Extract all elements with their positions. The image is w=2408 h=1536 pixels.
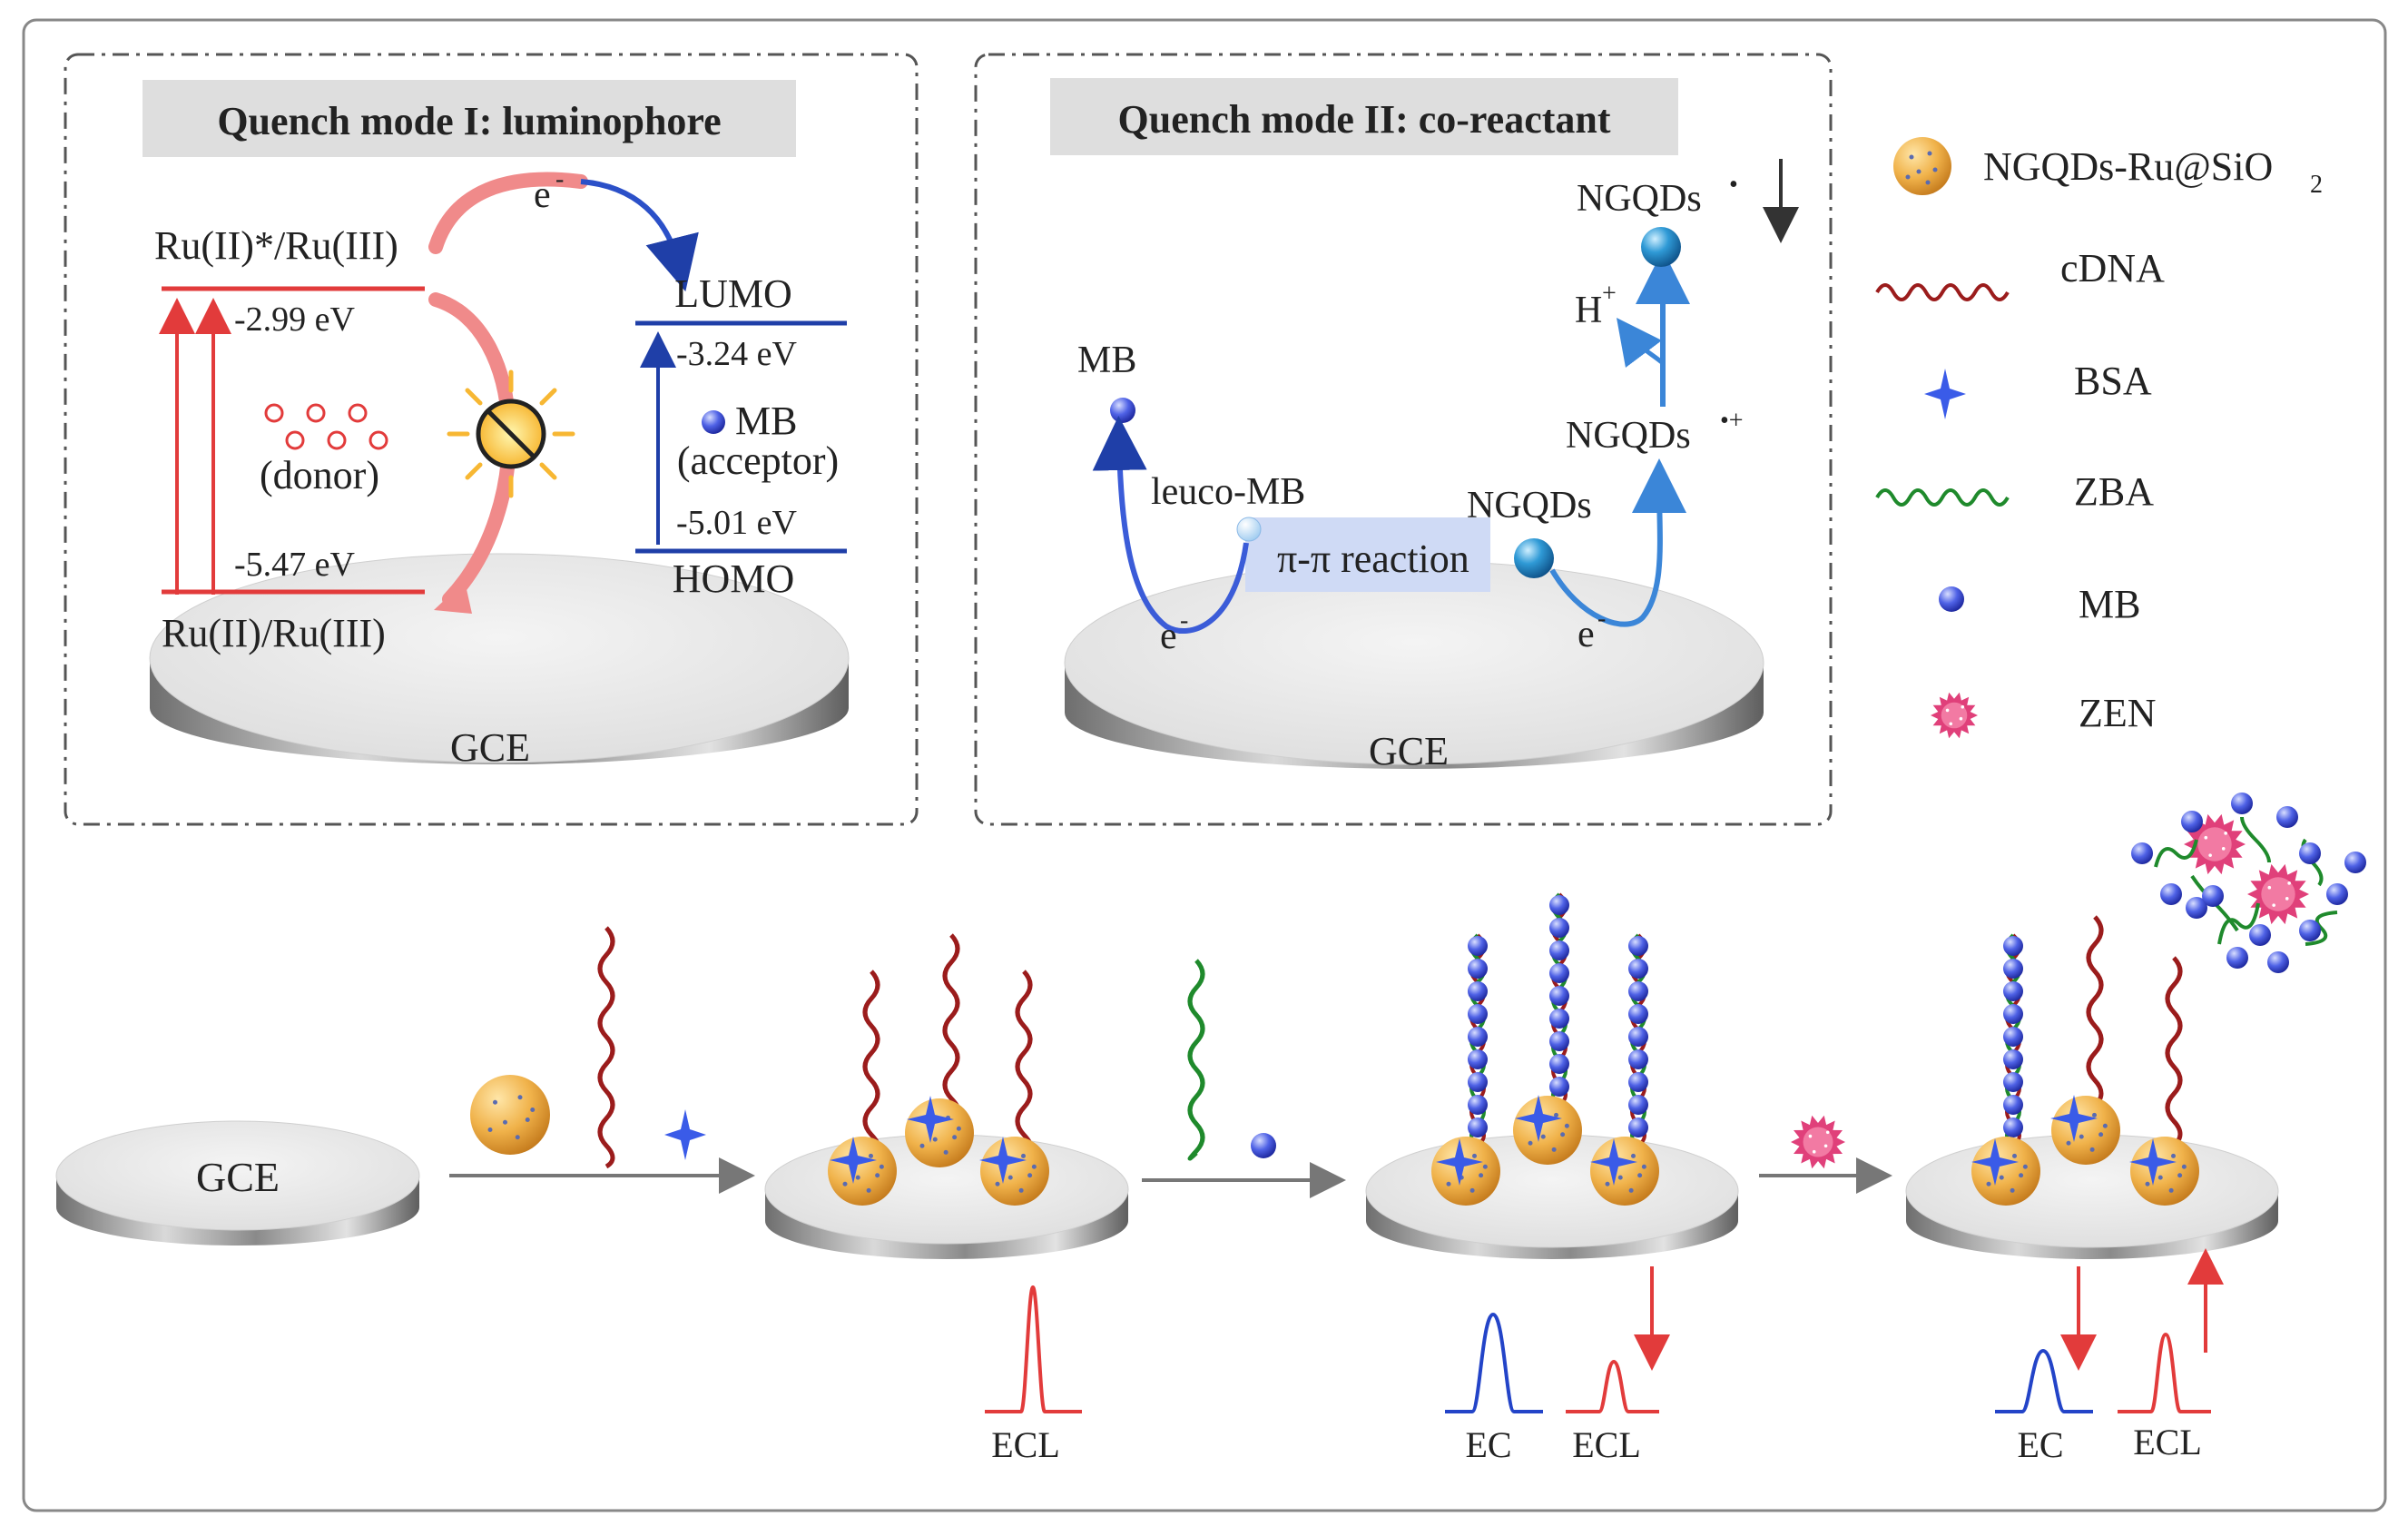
quench-light-icon <box>447 369 575 498</box>
reaction-label: π-π reaction <box>1277 537 1469 581</box>
ecl-signal-stage-2: ECL <box>985 1285 1082 1465</box>
released-complex-cluster <box>2131 793 2366 973</box>
panel-1-title: Quench mode I: luminophore <box>217 99 721 143</box>
mb-molecule-1 <box>702 410 725 434</box>
svg-text:NGQDs: NGQDs <box>1566 415 1691 457</box>
svg-text:-: - <box>1180 606 1188 635</box>
ecl-label-stage-2: ECL <box>991 1424 1060 1465</box>
svg-text:•: • <box>1729 171 1738 199</box>
electrode-label-1: GCE <box>450 725 530 770</box>
ecl-signal-stage-3: ECL <box>1566 1359 1659 1465</box>
svg-text:-: - <box>1597 605 1606 633</box>
leuco-mb-molecule <box>1236 517 1262 542</box>
ec-signal-stage-4: EC <box>1995 1348 2093 1465</box>
red-transfer-arrow-top <box>428 172 588 254</box>
outer-frame <box>22 18 2387 1512</box>
mb-molecule-2 <box>1110 398 1135 423</box>
panel-1-frame <box>64 53 919 826</box>
reagent-zba <box>1187 959 1205 1161</box>
lumo-label: LUMO <box>674 271 792 316</box>
legend-zba-label: ZBA <box>2074 469 2154 514</box>
ground-state-label: Ru(II)/Ru(III) <box>162 611 386 655</box>
reagent-nanoparticle <box>470 1075 550 1155</box>
legend-zba-icon <box>1875 488 2010 507</box>
ngqds-molecule <box>1514 538 1554 578</box>
workflow: GCE ECL <box>55 793 2366 1465</box>
ngqds-oxidation-arrow <box>1549 458 1687 627</box>
svg-text:e: e <box>1577 614 1595 655</box>
svg-text:e: e <box>1160 615 1177 657</box>
ecl-label-stage-4: ECL <box>2133 1422 2202 1462</box>
panel-quench-mode-2: Quench mode II: co-reactant GCE π-π reac… <box>974 53 1833 826</box>
reagent-bsa <box>664 1109 706 1160</box>
panel-2-title: Quench mode II: co-reactant <box>1118 97 1611 142</box>
ec-label-stage-4: EC <box>2017 1424 2063 1465</box>
ecl-label-stage-3: ECL <box>1572 1424 1641 1465</box>
leuco-mb-label: leuco-MB <box>1151 471 1305 513</box>
svg-text:NGQDs: NGQDs <box>1577 178 1702 220</box>
electrode-label-2: GCE <box>1369 729 1449 773</box>
legend-bsa-label: BSA <box>2074 359 2152 403</box>
ngqds-radical-molecule <box>1641 227 1681 267</box>
lumo-energy-label: -3.24 eV <box>676 335 798 373</box>
svg-text:NGQDs-Ru@SiO: NGQDs-Ru@SiO <box>1983 144 2273 189</box>
ngqds-label: NGQDs <box>1467 485 1592 527</box>
svg-text:•+: •+ <box>1720 407 1744 435</box>
excited-state-label: Ru(II)*/Ru(III) <box>154 223 398 268</box>
mb-reduction-arrow <box>1092 416 1249 635</box>
donor-molecules <box>264 403 388 450</box>
panel-2-title-bg <box>1050 78 1678 155</box>
donor-label: (donor) <box>260 453 379 497</box>
legend-nanoparticle-label: NGQDs-Ru@SiO 2 <box>1983 144 2323 199</box>
energy-upper-label: -2.99 eV <box>234 300 356 339</box>
legend-zen-icon <box>1931 692 1978 739</box>
ngqds-radical-label: NGQDs • <box>1577 171 1738 220</box>
legend-mb-label: MB <box>2079 582 2140 626</box>
reagent-zen <box>1791 1115 1845 1169</box>
panel-1-title-bg <box>143 80 796 157</box>
stage-2-probes <box>828 933 1049 1206</box>
energy-lower-label: -5.47 eV <box>234 546 356 584</box>
proton-label: H + <box>1575 280 1617 331</box>
workflow-electrode-1 <box>55 1120 420 1246</box>
ec-label-stage-3: EC <box>1465 1424 1511 1465</box>
svg-text:-: - <box>555 165 564 193</box>
homo-label: HOMO <box>673 556 794 601</box>
red-transfer-arrowhead <box>434 581 472 614</box>
workflow-electrode-label: GCE <box>196 1154 280 1200</box>
svg-text:e: e <box>534 174 551 216</box>
legend-cdna-icon <box>1875 283 2010 301</box>
homo-energy-label: -5.01 eV <box>676 504 798 542</box>
acceptor-label: (acceptor) <box>677 438 839 483</box>
stage-4-probes <box>1971 915 2199 1206</box>
svg-text:2: 2 <box>2310 171 2323 199</box>
electron-label-1: e - <box>534 165 564 216</box>
legend-mb-icon <box>1939 586 1964 612</box>
stage-3-duplexes <box>1431 892 1659 1206</box>
ecl-signal-stage-4: ECL <box>2118 1332 2211 1462</box>
electron-label-left: e - <box>1160 606 1188 657</box>
electron-transfer-arrow <box>580 179 699 292</box>
electrode-disc-1 <box>149 553 850 764</box>
panel-2-frame <box>974 53 1833 826</box>
svg-text:H: H <box>1575 290 1602 331</box>
electron-label-right: e - <box>1577 605 1606 655</box>
svg-text:+: + <box>1602 280 1617 308</box>
mb-label-1: MB <box>735 399 797 443</box>
reaction-box <box>1245 517 1490 592</box>
reagent-mb <box>1251 1133 1276 1158</box>
ec-signal-stage-3: EC <box>1445 1312 1543 1465</box>
legend-nanoparticle-icon <box>1893 137 1951 195</box>
legend: NGQDs-Ru@SiO 2 cDNA BSA ZBA MB ZEN <box>1875 137 2323 739</box>
mb-label-2: MB <box>1077 340 1136 381</box>
legend-cdna-label: cDNA <box>2060 246 2165 290</box>
legend-zen-label: ZEN <box>2079 691 2157 735</box>
legend-bsa-icon <box>1924 369 1966 419</box>
proton-release-arrow <box>1616 318 1665 369</box>
reagent-cdna <box>597 926 615 1169</box>
ngqds-cation-label: NGQDs •+ <box>1566 407 1744 457</box>
panel-quench-mode-1: Quench mode I: luminophore GCE Ru(II)*/R… <box>64 53 919 826</box>
